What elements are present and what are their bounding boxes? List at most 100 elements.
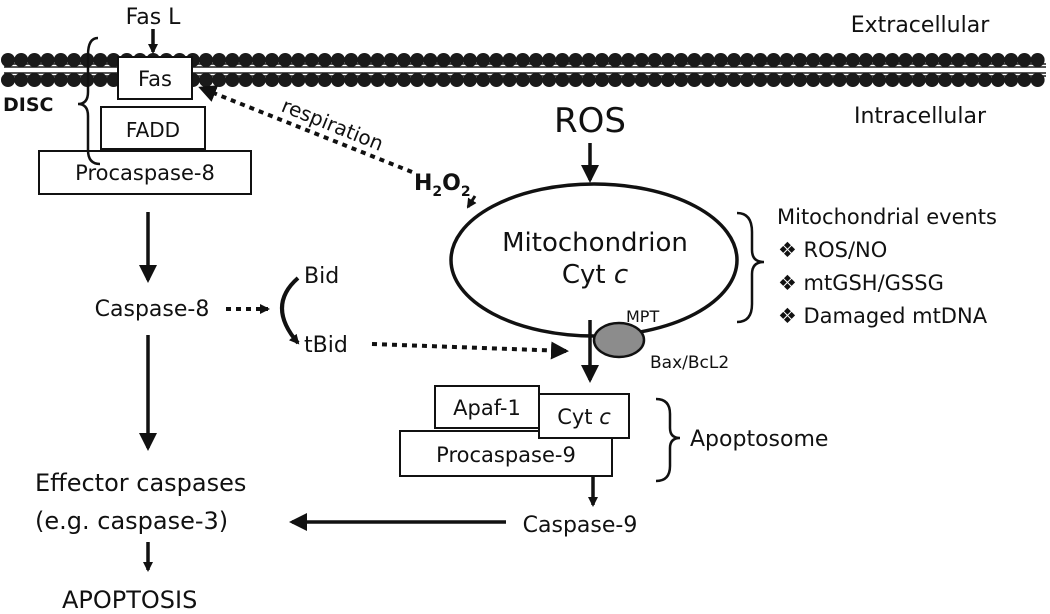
mitochondrial-event-item: ❖ ROS/NO [778, 238, 887, 262]
membrane-lipid-head [964, 73, 979, 87]
membrane-lipid-head [595, 73, 609, 87]
membrane-lipid-head [357, 53, 372, 67]
apoptosome-label: Apoptosome [690, 427, 828, 452]
disc-bracket [77, 36, 101, 166]
membrane-lipid-head [819, 53, 834, 67]
membrane-lipid-head [898, 53, 913, 67]
membrane-lipid-head [898, 73, 913, 87]
membrane-lipid-head [344, 73, 359, 87]
membrane-lipid-head [370, 53, 385, 67]
tbid-label: tBid [304, 333, 348, 358]
membrane-lipid-head [911, 73, 926, 87]
membrane-lipid-head [331, 53, 345, 67]
membrane-lipid-head [713, 53, 728, 67]
membrane-lipid-head [463, 73, 477, 87]
fadd-label: FADD [126, 118, 180, 142]
membrane-lipid-head [265, 53, 279, 67]
membrane-lipid-head [713, 73, 728, 87]
membrane-lipid-head [199, 53, 213, 67]
membrane-lipid-head [634, 73, 649, 87]
membrane-lipid-head [449, 53, 464, 67]
membrane-lipid-head [238, 53, 253, 67]
membrane-lipid-head [225, 53, 240, 67]
bid-cleavage-arrow [280, 276, 300, 345]
membrane-lipid-head [212, 73, 227, 87]
membrane-lipid-head [304, 73, 319, 87]
membrane-lipid-head [357, 73, 372, 87]
membrane-lipid-head [647, 53, 662, 67]
membrane-lipid-head [304, 53, 319, 67]
membrane-lipid-head [977, 73, 992, 87]
respiration-arrow [198, 85, 413, 174]
membrane-lipid-head [502, 53, 517, 67]
membrane-lipid-head [251, 53, 266, 67]
membrane-lipid-head [766, 53, 781, 67]
membrane-lipid-head [859, 73, 873, 87]
membrane-lipid-head [674, 73, 689, 87]
mitochondrial-event-item: ❖ mtGSH/GSSG [778, 271, 944, 295]
membrane-lipid-head [938, 53, 953, 67]
caspase-9-label: Caspase-9 [523, 513, 638, 538]
membrane-lipid-head [938, 73, 953, 87]
h2o2-arrow [466, 195, 477, 209]
membrane-lipid-head [700, 73, 715, 87]
h2o2-label: H2O2 [414, 171, 471, 200]
membrane-lipid-head [265, 73, 279, 87]
mitochondrion-label: Mitochondrion [502, 228, 688, 258]
membrane-lipid-head [463, 53, 477, 67]
membrane-lipid-head [634, 53, 649, 67]
membrane-lipid-head [449, 73, 464, 87]
membrane-lipid-head [740, 53, 755, 67]
membrane-lipid-head [1004, 53, 1019, 67]
apoptosome-cyt-c-box [538, 393, 630, 439]
membrane-lipid-head [344, 53, 359, 67]
respiration-label: respiration [278, 93, 387, 156]
mpt-label: MPT [626, 307, 659, 326]
membrane-lipid-head [1017, 53, 1032, 67]
membrane-lipid-head [991, 53, 1005, 67]
membrane-lipid-head [410, 73, 425, 87]
effector-caspases-example: (e.g. caspase-3) [35, 507, 228, 535]
membrane-lipid-head [568, 53, 583, 67]
membrane-lipid-head [93, 73, 108, 87]
membrane-lipid-head [199, 73, 213, 87]
membrane-lipid-head [542, 53, 557, 67]
membrane-lipid-head [740, 73, 755, 87]
membrane-lipid-head [67, 53, 81, 67]
membrane-lipid-head [251, 73, 266, 87]
membrane-lipid-head [515, 73, 530, 87]
membrane-lipid-head [819, 73, 834, 87]
membrane-lipid-head [278, 53, 293, 67]
effector-caspases-label: Effector caspases [35, 469, 246, 497]
membrane-lipid-head [661, 73, 675, 87]
apoptosome-cyt-c-label: Cyt c [557, 405, 611, 429]
membrane-lipid-head [885, 73, 900, 87]
membrane-lipid-head [383, 53, 398, 67]
membrane-lipid-head [436, 53, 451, 67]
membrane-lipid-head [529, 73, 543, 87]
membrane-lipid-head [555, 53, 570, 67]
mitochondrial-event-item: ❖ Damaged mtDNA [778, 304, 988, 328]
membrane-lipid-head [1030, 53, 1045, 67]
tbid-to-mitochondrion-arrow [371, 341, 569, 360]
membrane-lipid-head [53, 53, 68, 67]
membrane-lipid-head [27, 53, 42, 67]
membrane-lipid-head [489, 53, 504, 67]
membrane-lipid-head [581, 53, 596, 67]
membrane-lipid-head [687, 73, 702, 87]
intracellular-label: Intracellular [854, 104, 987, 129]
membrane-lipid-head [40, 73, 55, 87]
membrane-lipid-head [753, 53, 768, 67]
membrane-lipid-head [859, 53, 873, 67]
membrane-lipid-head [317, 73, 332, 87]
membrane-lipid-head [40, 53, 55, 67]
membrane-lipid-head [542, 73, 557, 87]
membrane-lipid-head [14, 73, 29, 87]
membrane-lipid-head [845, 73, 860, 87]
mitochondrial-events-bracket [736, 211, 765, 324]
membrane-lipid-head [885, 53, 900, 67]
procaspase-8-box [38, 150, 252, 195]
membrane-lipid-head [529, 53, 543, 67]
membrane-lipid-head [727, 73, 741, 87]
